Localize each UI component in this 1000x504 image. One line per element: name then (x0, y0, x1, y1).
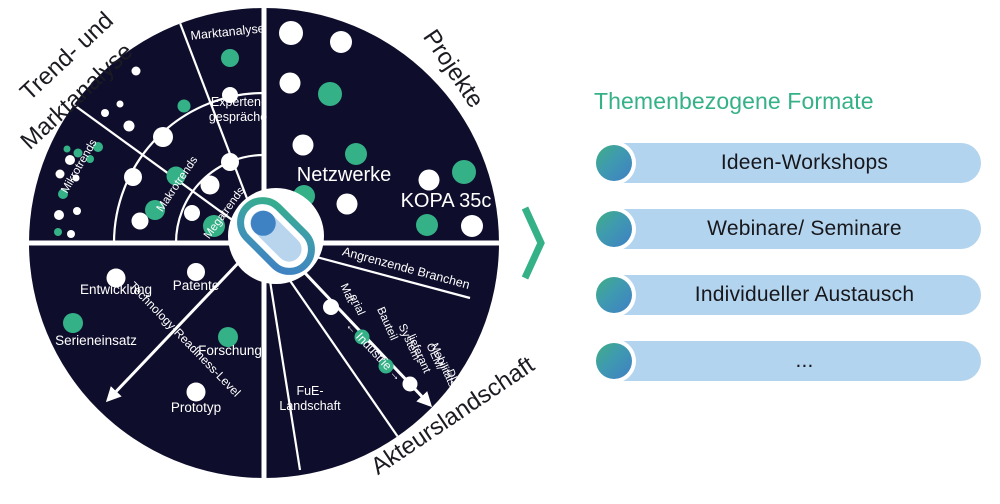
format-row[interactable]: Ideen-Workshops (592, 141, 992, 185)
trend-dot (55, 169, 65, 179)
trend-dot (63, 145, 71, 153)
project-dot (292, 134, 314, 156)
label-patente: Patente (173, 278, 220, 293)
project-dot (279, 72, 301, 94)
trend-dot (101, 109, 109, 117)
trend-dot (153, 127, 173, 147)
trend-dot (54, 210, 64, 220)
sector-label-fue-line2: Landschaft (279, 399, 341, 413)
sector-label-fue-line1: FuE- (296, 384, 323, 398)
project-dot (336, 193, 358, 215)
label-entwicklung: Entwicklung (80, 282, 152, 297)
trend-dot (203, 215, 225, 237)
pill-logo-outer-ring (237, 197, 315, 275)
trend-dot (221, 153, 239, 171)
sector-label-expertengespraeche-line2: gespräche (209, 110, 267, 124)
trend-dot (54, 228, 62, 236)
trend-dot (73, 148, 83, 158)
formate-panel: Themenbezogene Formate Ideen-Workshops W… (592, 88, 992, 407)
trend-dot (177, 99, 191, 113)
trend-dot (222, 87, 238, 103)
pill-logo-dot (250, 210, 276, 236)
project-dot (345, 143, 367, 165)
project-dot (461, 215, 483, 237)
trl-dot (63, 313, 83, 333)
trend-dot (116, 100, 124, 108)
chevron-right-icon (521, 206, 545, 280)
trend-dot (221, 49, 239, 67)
project-dot (416, 214, 438, 236)
format-row[interactable]: Individueller Austausch (592, 273, 992, 317)
format-bar[interactable]: Ideen-Workshops (598, 143, 981, 183)
project-dot (330, 31, 352, 53)
trend-dot (131, 212, 149, 230)
trend-dot (184, 205, 200, 221)
format-label: Individueller Austausch (694, 283, 915, 306)
label-serieneinsatz: Serieneinsatz (55, 333, 137, 348)
format-label: ... (795, 349, 814, 372)
trend-dot (73, 207, 81, 215)
sector-label-expertengespraeche-line1: Experten- (211, 95, 265, 109)
trend-dot (58, 189, 68, 199)
label-kopa-35c: KOPA 35c (401, 190, 492, 212)
label-netzwerke: Netzwerke (297, 164, 391, 186)
trend-dot (145, 200, 165, 220)
trend-dot (124, 168, 142, 186)
project-dot (318, 82, 342, 106)
trl-dot (187, 263, 205, 281)
project-dot (279, 21, 303, 45)
pill-logo[interactable] (228, 188, 324, 284)
segmented-wheel-diagram: Mikrotrends Makrotrends Megatrends Markt… (15, 7, 545, 480)
quadrant-trend-marktanalyse[interactable] (54, 22, 414, 393)
trend-dot (67, 230, 75, 238)
format-bar[interactable]: Webinare/ Seminare (598, 209, 981, 249)
trend-dot (65, 155, 75, 165)
label-prototyp: Prototyp (171, 400, 221, 415)
trl-dot (186, 382, 206, 402)
trend-dot (123, 120, 135, 132)
trl-dot (106, 268, 126, 288)
quadrant-projekte[interactable] (279, 21, 483, 237)
trl-arrow (105, 256, 245, 403)
format-bar[interactable]: Individueller Austausch (598, 275, 981, 315)
trend-dot (200, 175, 220, 195)
format-label: Webinare/ Seminare (707, 217, 902, 240)
format-row[interactable]: ... (592, 339, 992, 383)
trend-dot (166, 166, 186, 186)
project-dot (452, 160, 476, 184)
panel-title: Themenbezogene Formate (594, 88, 874, 114)
chain-dot (402, 376, 418, 392)
format-bar[interactable]: ... (598, 341, 981, 381)
trend-dot (86, 155, 94, 163)
label-forschung: Forschung (198, 343, 262, 358)
chain-dot (354, 329, 370, 345)
quadrant-trl[interactable] (63, 256, 245, 403)
format-row[interactable]: Webinare/ Seminare (592, 207, 992, 251)
chain-dot (323, 299, 339, 315)
chain-dot (378, 358, 394, 374)
format-label: Ideen-Workshops (720, 151, 889, 174)
trend-dot (131, 66, 141, 76)
quadrant-akteurslandschaft[interactable] (264, 243, 471, 471)
project-dot (418, 169, 440, 191)
trend-dot (72, 174, 80, 182)
trend-dot (93, 142, 103, 152)
trl-dot (218, 327, 238, 347)
